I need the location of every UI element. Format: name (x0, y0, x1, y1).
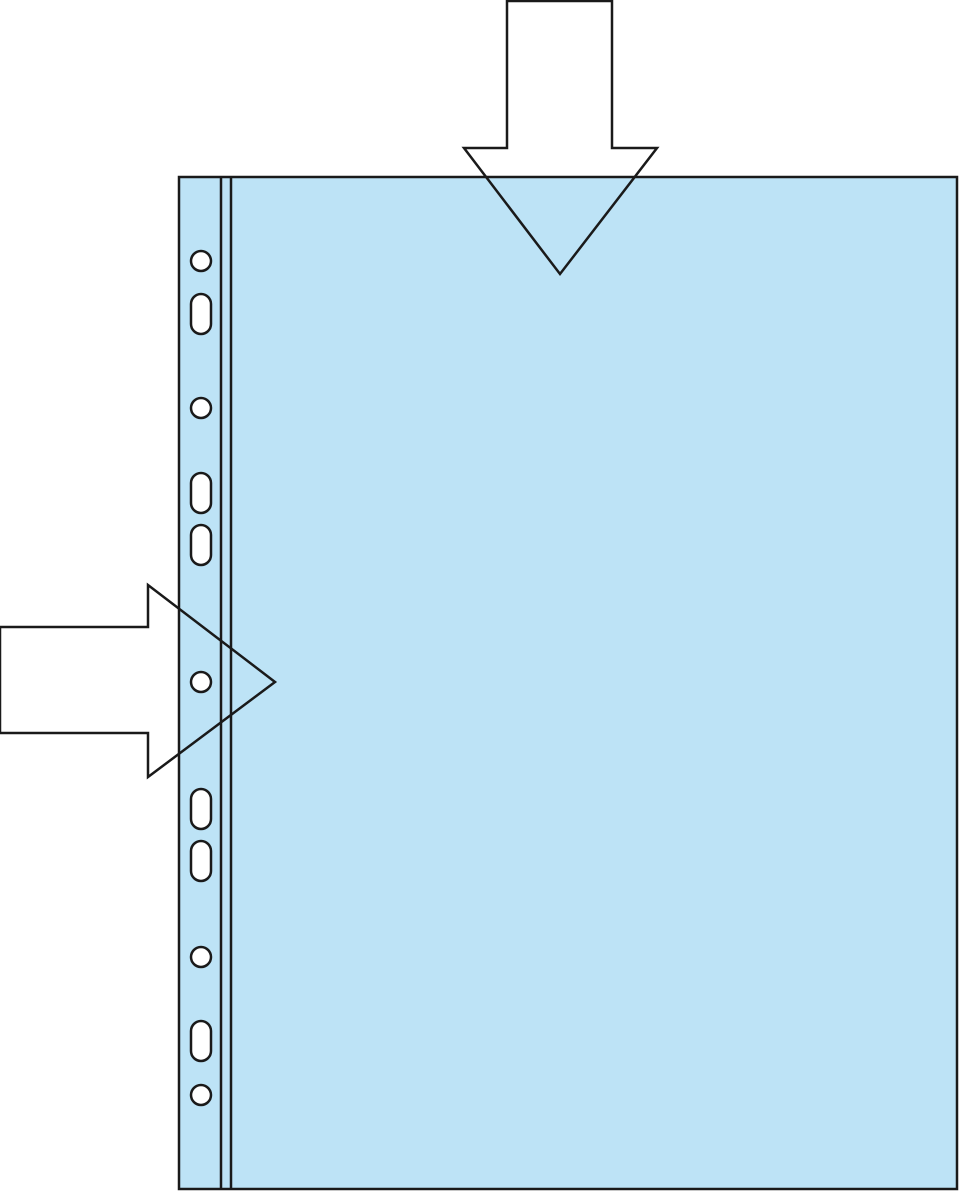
top-opening-arrow-icon (461, 0, 660, 277)
punch-hole-slot (189, 523, 213, 567)
punch-hole-round (189, 1083, 213, 1107)
punch-holes (189, 249, 213, 1107)
sleeve-body (177, 175, 959, 1191)
punch-hole-slot (189, 471, 213, 515)
punch-hole-slot (189, 1019, 213, 1063)
punch-hole-round (189, 396, 213, 420)
punch-hole-slot (189, 292, 213, 336)
punch-hole-round (189, 945, 213, 969)
side-opening-arrow-icon (0, 582, 278, 780)
punch-hole-slot (189, 839, 213, 883)
punch-hole-round (189, 249, 213, 273)
punch-hole-slot (189, 787, 213, 831)
punch-hole-round (189, 670, 213, 694)
